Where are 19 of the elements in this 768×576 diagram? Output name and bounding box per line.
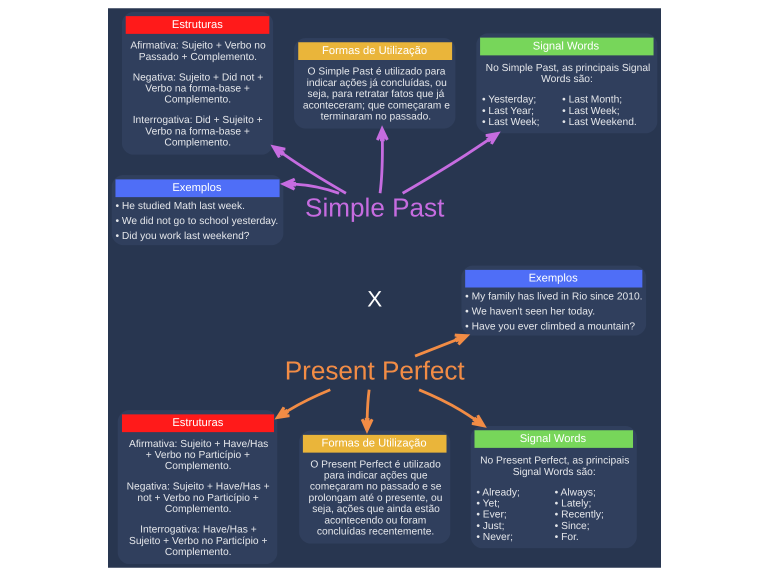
node-text: Simple Past xyxy=(304,192,444,223)
arrow xyxy=(375,127,388,194)
arrow xyxy=(360,389,374,432)
arrow xyxy=(414,334,468,358)
node-text: Present Perfect xyxy=(284,355,464,386)
node-box: Signal Words No Simple Past, as principais Signal Words são: • Yesterday; • Last Year; • Last Week; • Last Month; • Last Week; • Last Weekend. xyxy=(476,33,657,134)
arrow xyxy=(418,388,485,428)
arrow xyxy=(271,145,346,194)
arrow xyxy=(401,132,499,194)
node-box: Signal Words No Present Perfect, as principais Signal Words são: • Already; • Yet; • Ever; • Just; • Never; • Always; • Lately; • Recently; • Since; • For. xyxy=(470,426,636,548)
label: X xyxy=(366,286,382,312)
node-box: Formas de Utilização O Simple Past é utilizado para indicar ações já concluídas, ou seja, para retratar fatos que já aconteceram; que começaram e terminaram no passado. xyxy=(294,38,455,129)
node-box: Formas de Utilização O Present Perfect é utilizado para indicar ações que começaram no passado e se prolongam até o presente, ou seja, ações que ainda estão acontecendo ou foram concluídas recentemente. xyxy=(298,430,450,544)
arrow xyxy=(281,178,339,195)
node-box: Exemplos • He studied Math last week. • We did not go to school yesterday. • Did you work last weekend? xyxy=(111,175,283,246)
node-box: Estruturas Afirmativa: Sujeito + Verbo no Passado + Complemento. Negativa: Sujeito + Did not + Verbo na forma-base + Complemento. Interrogativa: Did + Sujeito + Verbo na forma-base + Complemento. xyxy=(122,12,273,155)
node-box: Estruturas Afirmativa: Sujeito + Have/Has + Verbo no Particípio + Complemento. Negativa: Sujeito + Have/Has + not + Verbo no Particípio + Complemento. Interrogativa: Have/Has + Sujeito + Verbo no Particípio + Complemento. xyxy=(117,410,277,564)
node-box: Exemplos • My family has lived in Rio since 2010. • We haven't seen her today. • Have you ever climbed a mountain? xyxy=(460,266,646,336)
arrow xyxy=(275,388,330,420)
